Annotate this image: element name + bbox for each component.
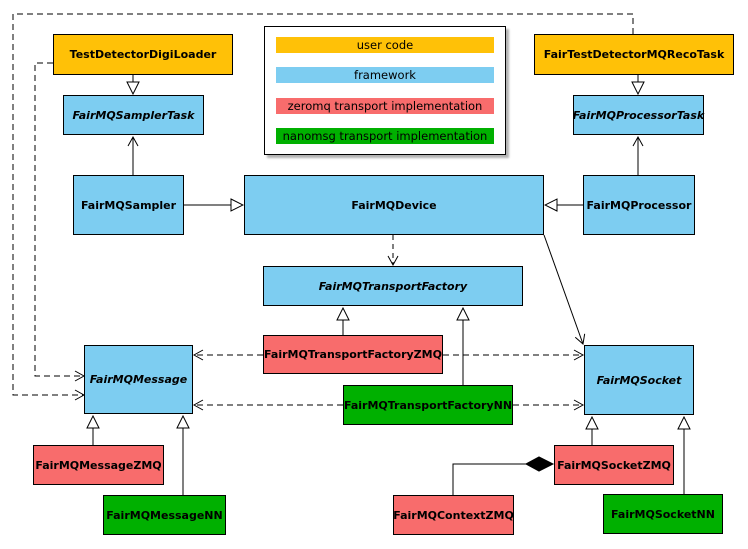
class-box-fairmqsocket: FairMQSocket bbox=[584, 345, 694, 415]
legend-item-framework: framework bbox=[276, 67, 494, 84]
edge-dependency-digiloader-message bbox=[34, 62, 86, 382]
class-box-fairmqtransportfactoryzmq: FairMQTransportFactoryZMQ bbox=[263, 335, 443, 374]
class-box-fairtestdetectormqrecotask: FairTestDetectorMQRecoTask bbox=[534, 34, 734, 75]
class-box-fairmqmessage: FairMQMessage bbox=[84, 345, 193, 414]
class-box-fairmqmessagezmq: FairMQMessageZMQ bbox=[33, 445, 164, 485]
edge-association-device-socket bbox=[543, 234, 586, 345]
class-box-fairmqsamplertask: FairMQSamplerTask bbox=[63, 95, 204, 135]
class-box-fairmqprocessortask: FairMQProcessorTask bbox=[573, 95, 704, 135]
edge-composition-socketzmq-contextzmq bbox=[452, 463, 526, 495]
legend-item-zeromq: zeromq transport implementation bbox=[276, 97, 494, 114]
legend-item-nanomsg: nanomsg transport implementation bbox=[276, 127, 494, 144]
class-box-fairmqsampler: FairMQSampler bbox=[73, 175, 184, 235]
class-box-fairmqprocessor: FairMQProcessor bbox=[583, 175, 695, 235]
composition-diamond-icon bbox=[524, 456, 555, 472]
class-box-fairmqmessagenn: FairMQMessageNN bbox=[103, 495, 226, 535]
class-box-testdetectordigiloader: TestDetectorDigiLoader bbox=[53, 34, 233, 75]
legend-item-user-code: user code bbox=[276, 37, 494, 53]
class-box-fairmqtransportfactory: FairMQTransportFactory bbox=[263, 266, 523, 306]
class-box-fairmqsocketzmq: FairMQSocketZMQ bbox=[554, 445, 674, 485]
class-box-fairmqtransportfactorynn: FairMQTransportFactoryNN bbox=[343, 385, 513, 425]
class-box-fairmqdevice: FairMQDevice bbox=[244, 175, 544, 235]
class-box-fairmqcontextzmq: FairMQContextZMQ bbox=[393, 495, 514, 535]
class-box-fairmqsocketnn: FairMQSocketNN bbox=[603, 494, 723, 534]
legend: user code framework zeromq transport imp… bbox=[264, 26, 506, 155]
edge-dependency-recotask-message bbox=[12, 13, 634, 401]
